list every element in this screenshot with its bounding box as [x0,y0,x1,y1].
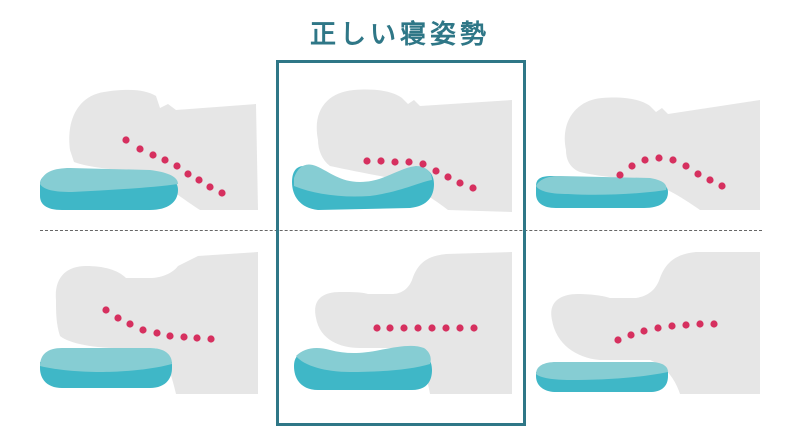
spine-dots [363,157,477,192]
spine-dot [122,136,130,144]
spine-dots [614,320,718,344]
pillow [536,176,668,208]
pillow [292,164,434,210]
correct-posture-frame [276,60,526,426]
spine-dot [640,327,648,335]
head-silhouette [315,252,512,394]
spine-dot [373,324,381,332]
spine-dot [405,158,413,166]
spine-dot [710,320,718,328]
spine-dot [469,184,477,192]
spine-dot [184,170,192,178]
spine-dot [682,321,690,329]
spine-dot [456,324,464,332]
head-silhouette [69,89,258,210]
spine-dot [400,324,408,332]
spine-dot [195,176,203,184]
spine-dot [377,157,385,165]
spine-dot [694,170,702,178]
spine-dot [166,332,174,340]
pillow [40,168,178,210]
pillow [536,362,668,392]
spine-dot [655,154,663,162]
spine-dot [173,162,181,170]
spine-dot [136,145,144,153]
spine-dots [122,136,226,197]
spine-dot [616,171,624,179]
spine-dot [386,324,394,332]
spine-dot [442,324,450,332]
spine-dot [428,324,436,332]
spine-dot [363,157,371,165]
spine-dot [444,173,452,181]
spine-dot [641,156,649,164]
diagram-title: 正しい寝姿勢 [309,20,490,50]
spine-dots [373,324,478,332]
spine-dot [391,158,399,166]
pillow [294,345,432,390]
spine-dot [149,151,157,159]
spine-dot [193,334,201,342]
row-divider [40,230,762,231]
spine-dot [161,156,169,164]
spine-dots [616,154,726,190]
spine-dot [470,324,478,332]
spine-dot [218,189,226,197]
spine-dot [432,167,440,175]
spine-dot [627,331,635,339]
spine-dot [696,320,704,328]
spine-dot [706,176,714,184]
pillow [40,348,172,388]
spine-dot [614,336,622,344]
spine-dot [669,156,677,164]
spine-dot [682,162,690,170]
spine-dot [718,182,726,190]
spine-dot [456,179,464,187]
spine-dot [102,306,110,314]
head-silhouette [551,252,760,394]
spine-dot [126,320,134,328]
spine-dots [102,306,215,343]
head-silhouette [55,252,258,394]
spine-dot [414,324,422,332]
spine-dot [206,183,214,191]
spine-dot [114,314,122,322]
spine-dot [668,322,676,330]
spine-dot [153,329,161,337]
spine-dot [139,326,147,334]
spine-dot [419,160,427,168]
spine-dot [654,324,662,332]
spine-dot [180,333,188,341]
spine-dot [628,162,636,170]
spine-dot [207,335,215,343]
